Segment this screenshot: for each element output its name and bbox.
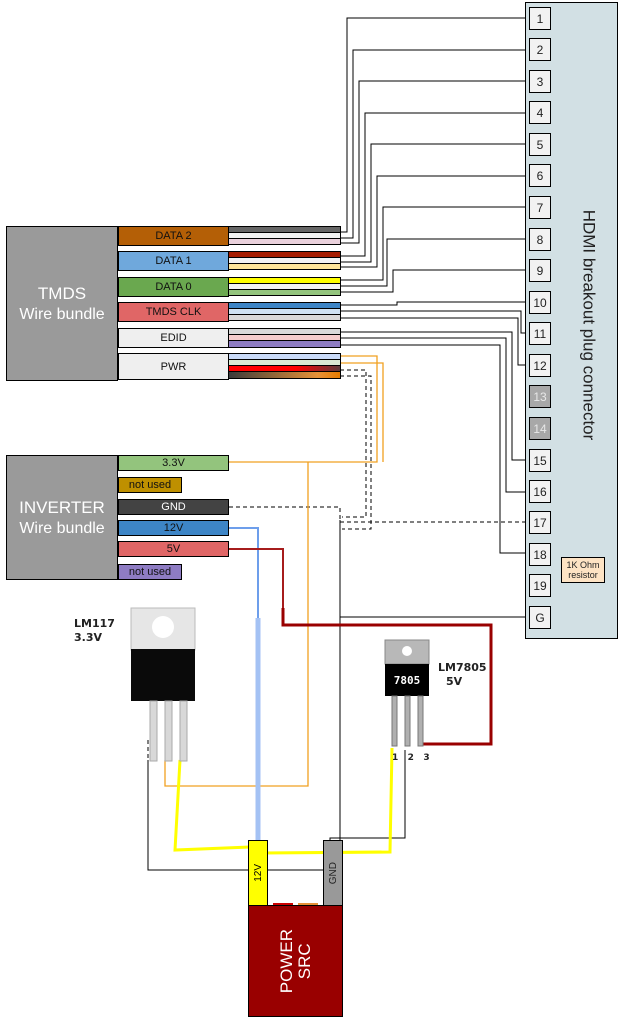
wire-pin-1: [340, 17, 530, 233]
power-source-line2: SRC: [294, 943, 314, 979]
wire-yellow-lm7805: [261, 747, 394, 855]
connector-pin-7[interactable]: 7: [529, 196, 551, 219]
wire-inverter-gnd: [229, 506, 341, 617]
terminal-12v[interactable]: 12V: [248, 840, 268, 906]
wire-pin-4: [340, 112, 530, 257]
wire-pin-7: [340, 206, 530, 281]
lm117-label: LM117 3.3V: [74, 617, 115, 644]
resistor-label-line1: 1K Ohm: [566, 560, 600, 570]
power-source: POWER SRC: [248, 905, 343, 1017]
wire-pin-5: [340, 143, 530, 263]
connector-pin-6[interactable]: 6: [529, 164, 551, 187]
connector-title: HDMI breakout plug connector: [579, 209, 598, 441]
resistor-1k-ohm: 1K Ohm resistor: [561, 557, 605, 583]
connector-pin-9[interactable]: 9: [529, 259, 551, 282]
wire-pin-15: [340, 331, 530, 461]
connector-pin-16[interactable]: 16: [529, 480, 551, 503]
inverter-wire-not-used-1: not used: [118, 477, 182, 493]
connector-pin-11[interactable]: 11: [529, 322, 551, 345]
connector-pin-3[interactable]: 3: [529, 70, 551, 93]
svg-text:7805: 7805: [394, 674, 421, 687]
wire-pin-12: [340, 317, 530, 366]
tmds-group-data1: DATA 1: [118, 251, 229, 271]
wire-pin-9: [340, 269, 530, 293]
tmds-group-data0: DATA 0: [118, 277, 229, 297]
inverter-wire-gnd: GND: [118, 499, 229, 515]
tmds-group-edid: EDID: [118, 328, 229, 348]
inverter-bundle-subtitle: Wire bundle: [19, 519, 105, 537]
connector-pin-10[interactable]: 10: [529, 291, 551, 314]
connector-pin-8[interactable]: 8: [529, 228, 551, 251]
connector-pin-12[interactable]: 12: [529, 354, 551, 377]
lm7805-regulator-icon: 7805: [384, 639, 430, 747]
wire-3v3-a: [229, 355, 378, 463]
wire-5v: [229, 548, 284, 618]
tmds-group-clk: TMDS CLK: [118, 302, 229, 322]
wire-12v: [229, 527, 259, 618]
connector-pin-14: 14: [529, 417, 551, 440]
connector-pin-5[interactable]: 5: [529, 133, 551, 156]
connector-pin-2[interactable]: 2: [529, 38, 551, 61]
connector-pin-15[interactable]: 15: [529, 449, 551, 472]
inverter-wire-3v3: 3.3V: [118, 455, 229, 471]
lm7805-label: LM7805 5V: [438, 661, 487, 688]
tmds-group-data2: DATA 2: [118, 226, 229, 246]
connector-pin-19[interactable]: 19: [529, 574, 551, 597]
wire-gnd-pwr-2: [340, 375, 372, 530]
connector-pin-18[interactable]: 18: [529, 543, 551, 566]
power-source-line1: POWER: [276, 928, 296, 994]
connector-pin-17[interactable]: 17: [529, 511, 551, 534]
wire-gnd-pwr-1: [340, 369, 367, 518]
tmds-group-pwr: PWR: [118, 353, 229, 380]
connector-pin-4[interactable]: 4: [529, 101, 551, 124]
inverter-bundle-title: INVERTER: [19, 497, 105, 517]
lm7805-pin-numbers: 1 2 3: [392, 753, 430, 763]
lm117-regulator-icon: [130, 607, 196, 762]
inverter-wire-bundle: INVERTER Wire bundle: [6, 455, 118, 580]
connector-pin-13: 13: [529, 385, 551, 408]
connector-pin-g[interactable]: G: [529, 606, 551, 629]
connector-pin-1[interactable]: 1: [529, 7, 551, 30]
wire-pin-3: [340, 80, 530, 244]
resistor-label-line2: resistor: [568, 570, 598, 580]
tmds-bundle-title: TMDS: [37, 283, 87, 303]
terminal-gnd[interactable]: GND: [323, 840, 343, 906]
inverter-wire-not-used-2: not used: [118, 564, 182, 580]
tmds-wire-bundle: TMDS Wire bundle: [6, 226, 118, 381]
wire-pin-11: [340, 310, 530, 334]
tmds-bundle-subtitle: Wire bundle: [19, 305, 105, 323]
wire-pin-2: [340, 49, 530, 239]
wire-pin-8: [340, 238, 530, 287]
wire-3v3-b: [340, 362, 384, 462]
wire-pin-18: [340, 344, 530, 554]
inverter-wire-12v: 12V: [118, 520, 229, 536]
wire-yellow-lm117: [173, 759, 251, 852]
inverter-wire-5v: 5V: [118, 541, 229, 557]
wire-pin-6: [340, 175, 530, 268]
wire-pin-10: [340, 301, 530, 306]
wire-pin-16: [340, 337, 530, 493]
